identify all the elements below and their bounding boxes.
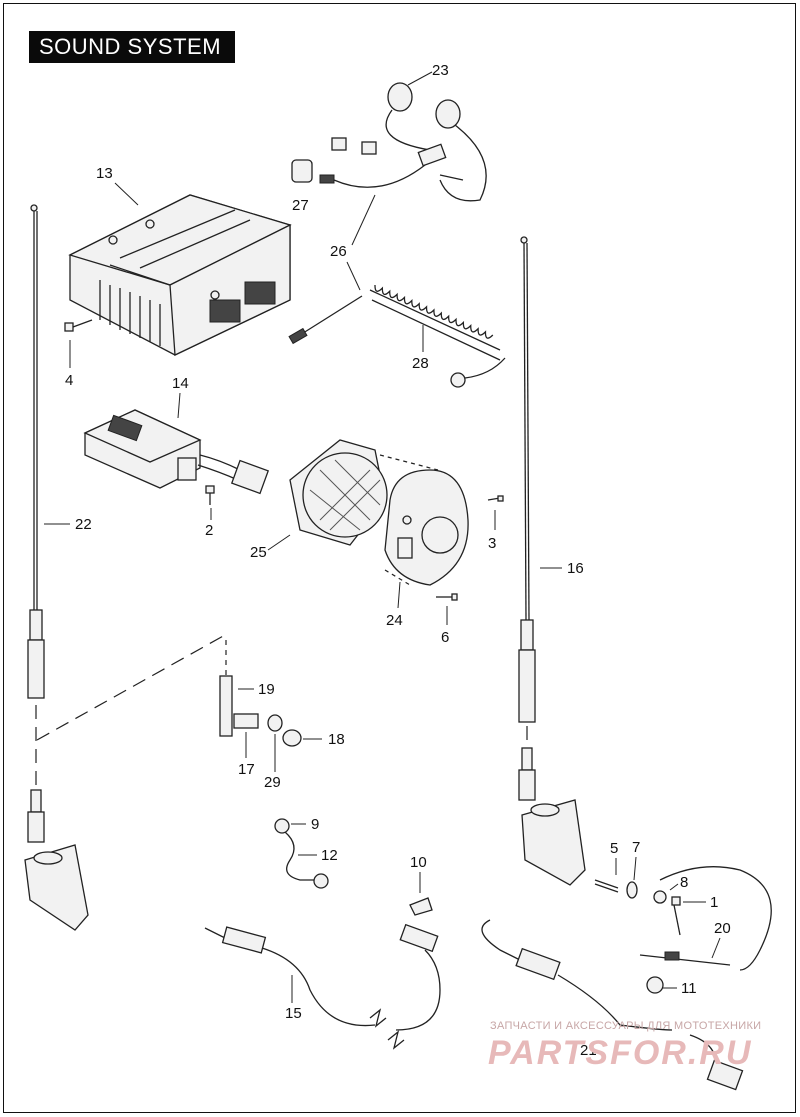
diagram-frame <box>3 3 796 1113</box>
callout-5: 5 <box>610 840 618 857</box>
clip-10 <box>409 897 433 916</box>
antenna-right <box>518 236 586 886</box>
callout-8: 8 <box>680 874 688 891</box>
screw-3 <box>487 495 504 502</box>
plug-27 <box>291 159 426 188</box>
callout-28: 28 <box>412 355 429 372</box>
callout-18: 18 <box>328 731 345 748</box>
antenna-cable-left <box>204 923 441 1050</box>
module-14 <box>83 409 270 495</box>
mount-hardware <box>219 640 302 747</box>
callout-15: 15 <box>285 1005 302 1022</box>
callout-9: 9 <box>311 816 319 833</box>
callout-23: 23 <box>432 62 449 79</box>
antenna-left <box>24 204 89 931</box>
watermark-brand: PARTSFOR.RU <box>488 1034 753 1072</box>
callout-13: 13 <box>96 165 113 182</box>
callout-2: 2 <box>205 522 213 539</box>
speaker-25 <box>289 439 388 546</box>
callout-11: 11 <box>681 980 697 997</box>
callout-22: 22 <box>75 516 92 533</box>
callout-7: 7 <box>632 839 640 856</box>
headset <box>331 82 487 202</box>
callout-26: 26 <box>330 243 347 260</box>
callout-25: 25 <box>250 544 267 561</box>
screw-2 <box>205 485 215 505</box>
antenna-cable-right <box>481 919 744 1091</box>
radio-unit <box>68 194 292 356</box>
screw-6 <box>436 593 458 601</box>
diagram-title: SOUND SYSTEM <box>29 31 235 63</box>
callout-19: 19 <box>258 681 275 698</box>
ground-strap <box>274 818 329 889</box>
callout-16: 16 <box>567 560 584 577</box>
callout-3: 3 <box>488 535 496 552</box>
coiled-cord <box>288 284 506 388</box>
callout-20: 20 <box>714 920 731 937</box>
callout-24: 24 <box>386 612 403 629</box>
callout-29: 29 <box>264 774 281 791</box>
screw-4 <box>64 319 93 332</box>
callout-6: 6 <box>441 629 449 646</box>
callout-4: 4 <box>65 372 73 389</box>
callout-17: 17 <box>238 761 255 778</box>
callout-27: 27 <box>292 197 309 214</box>
speaker-back-24 <box>384 469 469 586</box>
callout-12: 12 <box>321 847 338 864</box>
watermark-caption: ЗАПЧАСТИ И АКСЕССУАРЫ ДЛЯ МОТОТЕХНИКИ <box>490 1020 762 1032</box>
right-hardware <box>594 866 772 994</box>
callout-1: 1 <box>710 894 718 911</box>
callout-14: 14 <box>172 375 189 392</box>
callout-10: 10 <box>410 854 427 871</box>
callout-21: 21 <box>580 1042 597 1059</box>
